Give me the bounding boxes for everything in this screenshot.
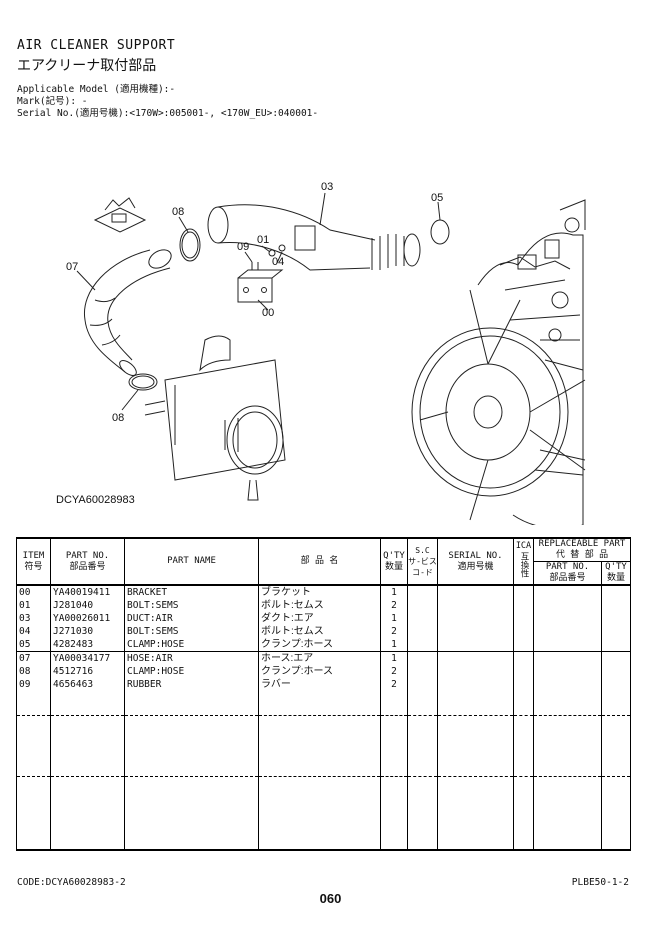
col-part-no: PART NO.部品番号 [50, 537, 125, 585]
callout-01: 01 [257, 234, 269, 246]
air-cleaner-illustration [144, 335, 286, 501]
diagram-code: DCYA60028983 [56, 494, 135, 506]
mark: Mark(記号): - [17, 96, 88, 107]
footer-code: CODE:DCYA60028983-2 [17, 877, 126, 888]
clamp-05 [430, 219, 450, 245]
clamp-upper [179, 228, 201, 262]
callout-05: 05 [431, 192, 443, 204]
callout-07: 07 [66, 261, 78, 273]
col-part-name: PART NAME [124, 537, 259, 585]
bracket-illustration [237, 269, 284, 303]
callout-08-upper: 08 [172, 206, 184, 218]
applicable-model: Applicable Model (適用機種):- [17, 84, 176, 95]
callout-09: 09 [237, 241, 249, 253]
title-jp: エアクリーナ取付部品 [17, 58, 157, 74]
serial-range: Serial No.(適用号機):<170W>:005001-, <170W_E… [17, 108, 319, 119]
col-serial: SERIAL NO.適用号機 [437, 537, 514, 585]
view-indicator-icon [93, 197, 147, 233]
air-hose-illustration [83, 249, 172, 376]
air-duct-illustration [207, 204, 421, 271]
engine-assembly-illustration [411, 199, 586, 525]
callout-00: 00 [262, 307, 274, 319]
page-number: 060 [319, 891, 342, 906]
callout-03: 03 [321, 181, 333, 193]
parts-diagram: 03 05 08 09 01 04 07 00 08 [66, 181, 586, 525]
callout-04: 04 [272, 256, 284, 268]
footer-ref: PLBE50-1-2 [571, 877, 629, 888]
col-repl-part-no: PART NO.部品番号 [533, 561, 602, 585]
clamp-lower [128, 373, 158, 391]
title-en: AIR CLEANER SUPPORT [17, 38, 176, 53]
callout-08-lower: 08 [112, 412, 124, 424]
col-buhin: 部 品 名 [258, 537, 381, 585]
